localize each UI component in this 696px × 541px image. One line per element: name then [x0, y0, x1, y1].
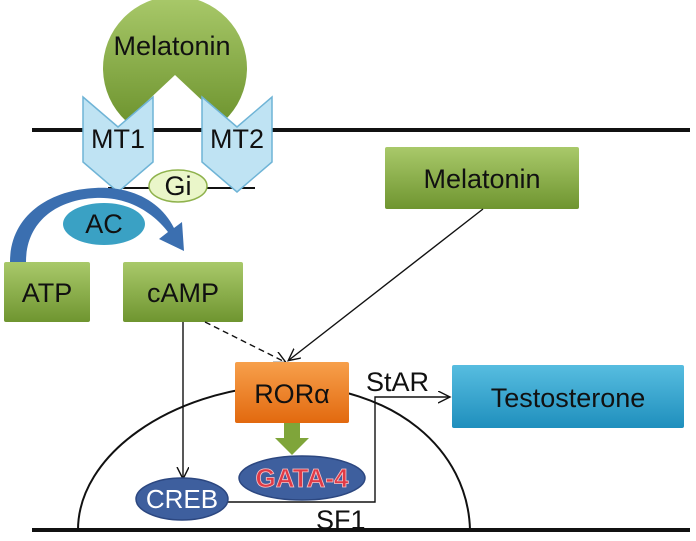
- atp-to-camp-curved-arrow: [10, 187, 184, 262]
- testosterone-label: Testosterone: [491, 383, 646, 413]
- atp-box: [4, 262, 90, 322]
- rora-label: RORα: [254, 379, 330, 409]
- camp-to-rora-dashed-arrow: [204, 321, 285, 362]
- melatonin-ligand-label: Melatonin: [113, 31, 230, 61]
- creb-label: CREB: [146, 484, 218, 514]
- ac-enzyme-label: AC: [85, 209, 123, 239]
- star-label: StAR: [366, 367, 429, 397]
- camp-box: [123, 262, 243, 322]
- melatonin-box: [385, 147, 579, 209]
- camp-label: cAMP: [147, 278, 219, 308]
- ac-enzyme-shape: [63, 203, 145, 245]
- creb-shape: [135, 477, 229, 521]
- testosterone-box: [452, 365, 684, 428]
- rora-to-gata4-arrow: [275, 423, 309, 455]
- gi-protein-shape: [148, 169, 208, 203]
- melatonin-to-rora-arrow: [289, 208, 484, 360]
- sf1-label: SF1: [316, 505, 366, 535]
- gi-protein-label: Gi: [165, 171, 192, 201]
- mt1-receptor-shape: [82, 95, 154, 193]
- mt2-receptor-label: MT2: [210, 124, 264, 154]
- gata4-label: GATA-4: [256, 463, 349, 493]
- melatonin-box-label: Melatonin: [423, 164, 540, 194]
- melatonin-ligand-shape: [103, 0, 247, 121]
- gata4-shape: [238, 455, 366, 501]
- mt1-receptor-label: MT1: [91, 124, 145, 154]
- rora-box: [235, 362, 349, 423]
- atp-label: ATP: [22, 278, 73, 308]
- mt2-receptor-shape: [201, 95, 273, 193]
- sf1-to-star-path: [226, 397, 449, 503]
